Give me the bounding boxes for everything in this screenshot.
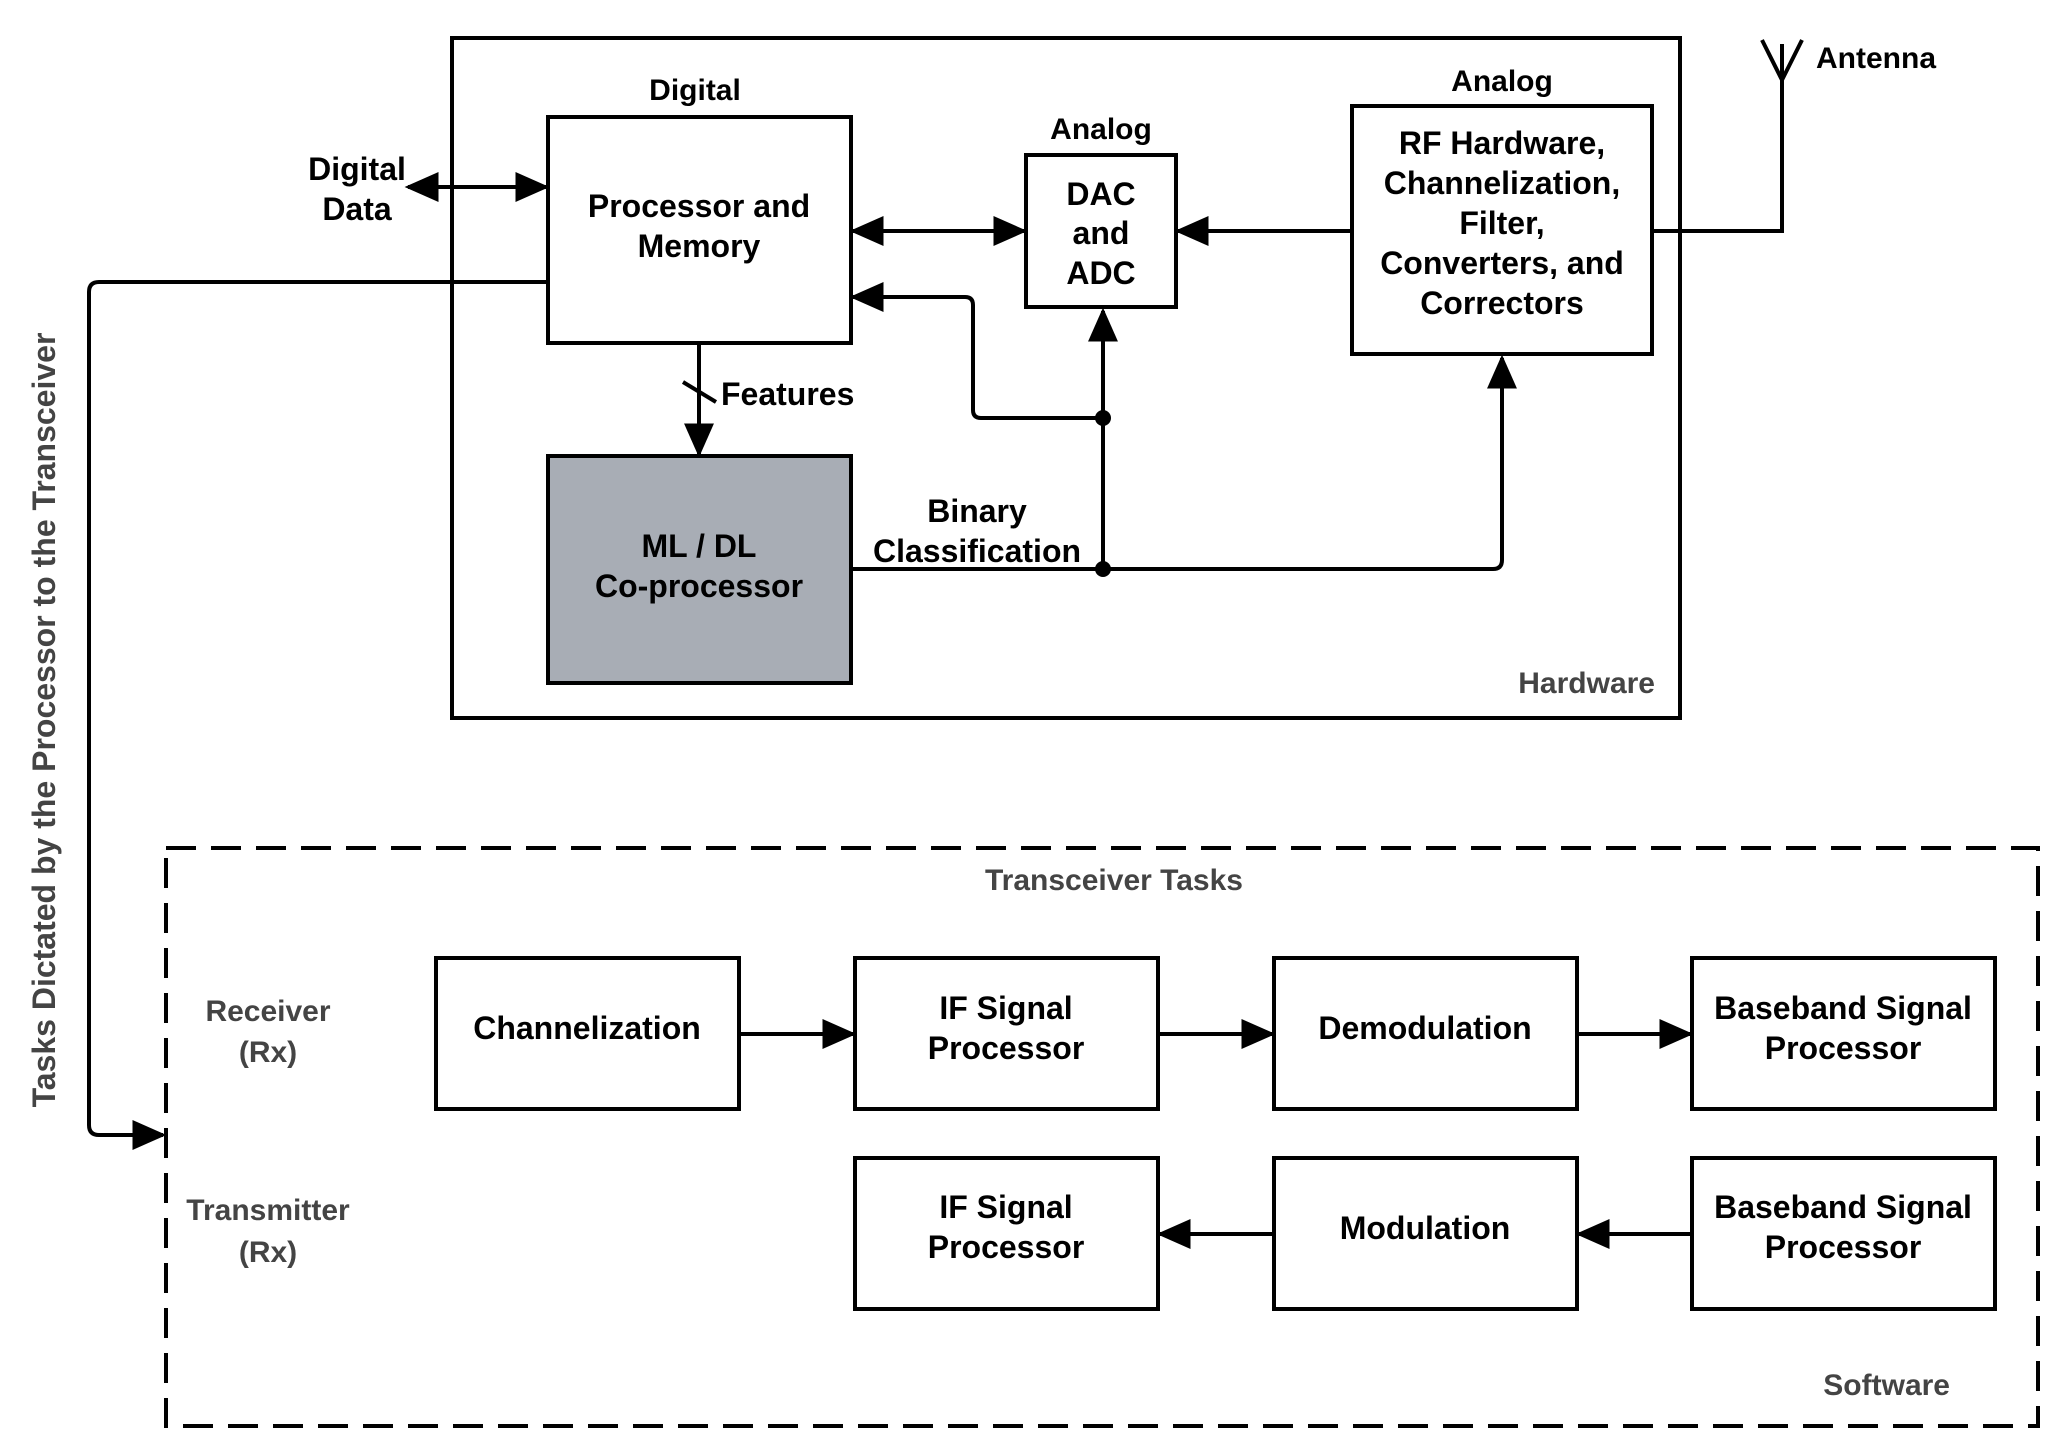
- rx-baseband-processor-block: Baseband Signal Processor: [1690, 956, 1997, 1111]
- rx-channelization-block: Channelization: [434, 956, 741, 1111]
- hardware-boundary: [450, 36, 1682, 720]
- receiver-label-line2: (Rx): [239, 1036, 297, 1069]
- transmitter-label-line2: (Rx): [239, 1236, 297, 1269]
- tx-block-3-line1: Baseband Signal: [1714, 1189, 1972, 1225]
- tasks-dictated-wire: [87, 280, 548, 1150]
- rf-line2: Channelization,: [1384, 165, 1620, 201]
- tx-baseband-processor-block: Baseband Signal Processor: [1690, 1156, 1997, 1311]
- junction-dot-lower: [1095, 561, 1111, 577]
- dac-adc-block: DAC and ADC: [1024, 153, 1178, 309]
- hardware-label: Hardware: [1518, 667, 1655, 700]
- binary-label-line1: Binary: [927, 493, 1027, 529]
- rx-block-2-line1: IF Signal: [939, 990, 1072, 1026]
- antenna-icon: [1652, 39, 1804, 233]
- rf-hardware-block: RF Hardware, Channelization, Filter, Con…: [1350, 104, 1654, 356]
- tasks-dictated-label: Tasks Dictated by the Processor to the T…: [26, 333, 62, 1108]
- dac-line2: and: [1073, 215, 1130, 251]
- rx-block-3-line1: Demodulation: [1318, 1010, 1531, 1046]
- rf-line3: Filter,: [1459, 205, 1544, 241]
- rf-line1: RF Hardware,: [1399, 125, 1605, 161]
- software-label: Software: [1823, 1369, 1950, 1402]
- analog-heading-rf: Analog: [1451, 65, 1553, 98]
- processor-line2: Memory: [638, 228, 761, 264]
- ml-coprocessor-block: ML / DL Co-processor: [546, 454, 853, 685]
- rf-line5: Correctors: [1420, 285, 1584, 321]
- bus-slash: [681, 380, 718, 404]
- rx-if-signal-processor-block: IF Signal Processor: [853, 956, 1160, 1111]
- transmitter-label-line1: Transmitter: [186, 1194, 350, 1227]
- tx-block-1-line2: Processor: [928, 1229, 1085, 1265]
- analog-heading-dac: Analog: [1050, 113, 1152, 146]
- rx-block-4-line2: Processor: [1765, 1030, 1922, 1066]
- rx-block-1-line1: Channelization: [473, 1010, 701, 1046]
- rx-block-2-line2: Processor: [928, 1030, 1085, 1066]
- classification-to-rf-wire: [851, 354, 1517, 571]
- binary-label-line2: Classification: [873, 533, 1081, 569]
- features-label: Features: [721, 376, 854, 412]
- digital-heading: Digital: [649, 74, 741, 107]
- antenna-label: Antenna: [1816, 42, 1936, 75]
- digital-data-line1: Digital: [308, 151, 406, 187]
- dac-line3: ADC: [1066, 255, 1135, 291]
- feedback-to-processor-wire: [849, 282, 1103, 420]
- transceiver-tasks-title: Transceiver Tasks: [985, 864, 1243, 897]
- rx-block-4-line1: Baseband Signal: [1714, 990, 1972, 1026]
- coprocessor-line1: ML / DL: [642, 528, 757, 564]
- tx-block-2-line1: Modulation: [1340, 1210, 1511, 1246]
- rf-line4: Converters, and: [1380, 245, 1624, 281]
- receiver-label-line1: Receiver: [205, 995, 330, 1028]
- tx-modulation-block: Modulation: [1272, 1156, 1579, 1311]
- digital-data-line2: Data: [322, 191, 392, 227]
- tx-block-1-line1: IF Signal: [939, 1189, 1072, 1225]
- software-boundary: [164, 846, 2040, 1428]
- processor-memory-block: Processor and Memory: [546, 115, 853, 345]
- rx-demodulation-block: Demodulation: [1272, 956, 1579, 1111]
- dac-line1: DAC: [1066, 176, 1135, 212]
- junction-dot-upper: [1095, 410, 1111, 426]
- coprocessor-line2: Co-processor: [595, 568, 803, 604]
- tx-block-3-line2: Processor: [1765, 1229, 1922, 1265]
- tx-if-signal-processor-block: IF Signal Processor: [853, 1156, 1160, 1311]
- processor-line1: Processor and: [588, 188, 810, 224]
